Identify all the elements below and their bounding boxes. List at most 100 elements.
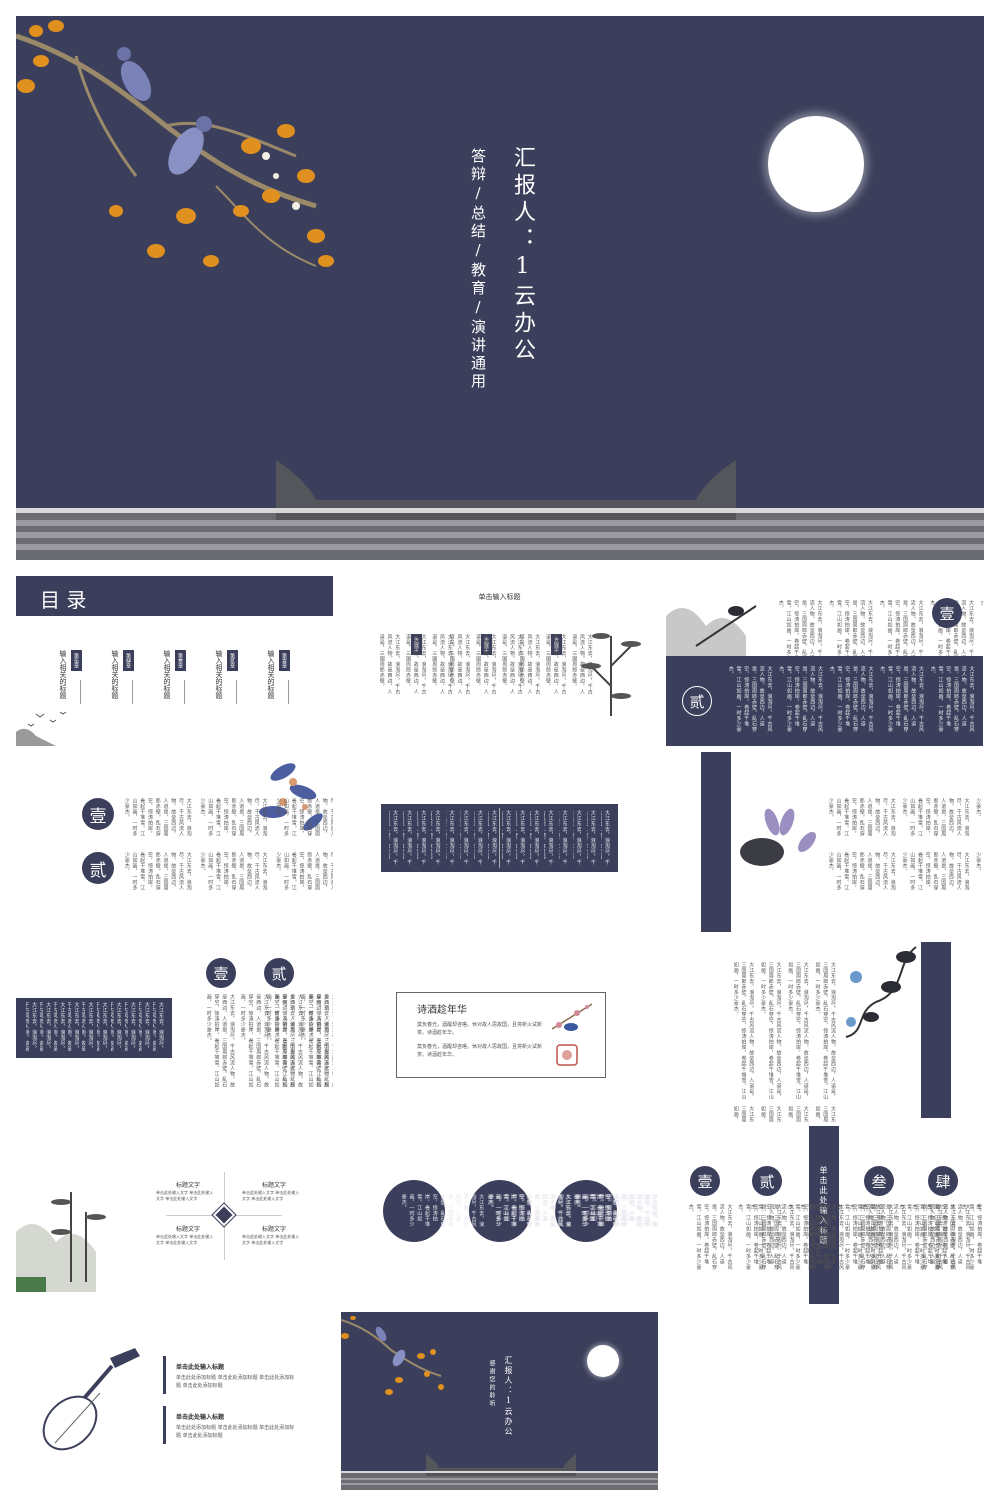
toc-chapter-tag: 第壹章: [279, 650, 290, 671]
section-line: 单击此处添加标题 单击此处添加标题 单击此处添加标题 单击此处添加标题: [176, 1375, 295, 1389]
poem-column: 大江东去，浪淘尽，千古风流人物。故垒西边，人道是，三国周郎赤壁。乱石穿空，惊涛拍…: [199, 798, 268, 837]
circle-3: [555, 1180, 617, 1242]
circle-1: [383, 1180, 445, 1242]
poem-column: 大江东去，浪淘尽，千古风流人物。故垒西边，人道是，三国周郎赤壁。乱石穿空，惊涛拍…: [544, 810, 554, 865]
lotus-slide[interactable]: 大江东去，浪淘尽，千古风流人物。故垒西边，人道是，三国周郎赤壁。乱石穿空，惊涛拍…: [666, 752, 983, 932]
toc-item-title[interactable]: 输入相关的标题: [111, 650, 119, 699]
bird-seal-illustration: [551, 1003, 593, 1066]
ending-slide[interactable]: 汇报人：1云办公 感谢您的聆听: [341, 1312, 658, 1490]
poem-column: 大江东去，浪淘尽，千古风流人物。故垒西边，人道是，三国周郎赤壁。: [378, 634, 401, 695]
flower-branch-illustration: [341, 1316, 444, 1395]
poem-column: 大江东去，浪淘尽，千古风流人物。故垒西边，人道是，三国周郎赤壁。: [431, 634, 453, 695]
poem-column: 大江东去，浪淘尽，千古风流人物。故垒西边，人道是，三国周郎赤壁。乱石穿空，惊涛拍…: [124, 1002, 136, 1052]
poem-column: 大江东去，浪淘尽，千古风流人物。故垒西边，人道是，三国周郎赤壁。乱石穿空，惊涛拍…: [960, 1204, 983, 1270]
poem-column: 大江东去，浪淘尽，千古风流人物。故垒西边，人道是，三国周郎赤壁。乱石穿空，惊涛拍…: [778, 666, 823, 732]
numeral-two-badge: 贰: [264, 958, 294, 988]
poem-column: 大江东去，浪淘尽，千古风流人物。故垒西边，人道是，三国周郎赤壁。乱石穿空，惊涛拍…: [575, 1194, 658, 1227]
center-title: 单击此处输入标题: [819, 1166, 828, 1246]
toc-item-title[interactable]: 输入相关的标题: [163, 650, 171, 699]
poem-column: 大江东去，浪淘尽，千古风流人物。故垒西边，人道是，三国周郎赤壁。乱石穿空，惊涛拍…: [486, 1194, 571, 1227]
poem-card-slide[interactable]: 诗酒趁年华 莫负春光，酒醒却咨嗟。休对故人思故国，且将新火试新茶。诗酒趁年华。 …: [341, 942, 658, 1122]
pipa-slide[interactable]: 单击此处输入标题 单击此处添加标题 单击此处添加标题 单击此处添加标题 单击此处…: [16, 1312, 333, 1492]
bird-icon: [120, 61, 152, 101]
poem-column: 大江东去，浪淘尽，千古风流人物。故垒西边，人道是，三国周郎赤壁。乱石穿空，惊涛拍…: [488, 1194, 572, 1227]
numbered-flowers-slide[interactable]: 壹 贰 大江东去，浪淘尽，千古风流人物。故垒西边，人道是，三国周郎赤壁。乱石穿空…: [16, 752, 333, 932]
keyword-tag: 关键字: [411, 634, 422, 655]
poem-column: 大江东去，浪淘尽，千古风流人物。故垒西边，人道是，三国周郎赤壁。乱石穿空，惊涛拍…: [205, 994, 235, 1088]
poem-column: 大江东去，浪淘尽，千古风流人物。故垒西边，人道是，三国周郎赤壁。乱石穿空，惊涛拍…: [925, 1204, 971, 1270]
poem-column: 大江东去，浪淘尽，千古风流人物。故垒西边，人道是，三国周郎赤壁。乱石穿空，惊涛拍…: [737, 1204, 782, 1270]
ink-bird-slide[interactable]: 大江东去，浪淘尽，千古风流人物。故垒西边，人道是，三国周郎赤壁。乱石穿空，惊涛拍…: [666, 576, 983, 746]
toc-item-title[interactable]: 输入相关的标题: [215, 650, 223, 699]
poem-column: 大江东去，浪淘尽，千古风流人物。故垒西边，人道是，三国周郎赤壁。乱石穿空，惊涛拍…: [777, 600, 823, 666]
slide-header: 单击输入标题: [478, 593, 521, 601]
section-line: 单击此处添加标题 单击此处添加标题 单击此处添加标题 单击此处添加标题: [176, 1425, 295, 1439]
poem-column: 大江东去，浪淘尽，千古风流人物。故垒西边，人道是，三国周郎赤壁。乱石穿空，惊涛拍…: [901, 798, 970, 837]
keyword-slide[interactable]: 单击输入标题 关键字大江东去，浪淘尽，千古风流人物。故垒西边，人道是，三国周郎赤…: [341, 576, 658, 746]
poem-column: 大江东去，浪淘尽，千古风流人物。故垒西边，人道是，三国周郎赤壁。乱石穿空，惊涛拍…: [601, 810, 610, 865]
banner-poem-slide[interactable]: 大江东去，浪淘尽，千古风流人物。故垒西边，人道是，三国周郎赤壁。乱石穿空，惊涛拍…: [341, 752, 658, 932]
bamboo-icon: [581, 633, 641, 716]
cover-subtitle: 答辩/总结/教育/演讲通用: [469, 148, 487, 391]
numeral-two-badge: 贰: [752, 1166, 782, 1196]
poem-column: 大江东去，浪淘尽，千古风流人物。故垒西边，人道是，三国周郎赤壁。乱石穿空，惊涛拍…: [123, 852, 192, 891]
toc-chapter-tag: 第伍章: [71, 650, 82, 671]
poem-column: 大江东去，浪淘尽，千古风流人物。故垒西边，人道是，三国周郎赤壁。: [501, 634, 523, 695]
circles-slide[interactable]: 大江东去，浪淘尽，千古风流人物。故垒西边，人道是，三国周郎赤壁。乱石穿空，惊涛拍…: [341, 1132, 658, 1302]
label-desc: 单击此处输入文字 单击此处输入文字 单击此处输入文字: [242, 1234, 300, 1246]
cover-slide[interactable]: 汇报人：1云办公 答辩/总结/教育/演讲通用: [16, 16, 984, 560]
four-numerals-slide[interactable]: 单击此处输入标题 壹 贰 叁 肆 大江东去，浪淘尽，千古风流人物。故垒西边，人道…: [666, 1124, 983, 1304]
keyword-tag: 关键字: [551, 634, 562, 655]
poem-column: 大江东去，浪淘尽，千古风流人物。故垒西边，人道是，三国周郎赤壁。乱石穿空，惊涛拍…: [758, 1106, 782, 1122]
poem-column: 大江东去，浪淘尽，千古风流人物。故垒西边，人道是，三国周郎赤壁。: [448, 634, 471, 695]
section-header: 单击此处输入标题: [176, 1414, 225, 1421]
poem-column: 大江东去，浪淘尽，千古风流人物。故垒西边，人道是，三国周郎赤壁。乱石穿空，惊涛拍…: [54, 1002, 66, 1052]
toc-item-title[interactable]: 输入相关的标题: [267, 650, 275, 699]
numeral-two-badge: 贰: [82, 852, 114, 884]
birds-landscape-icon: [16, 711, 67, 746]
toc-chapter-tag: 第叁章: [175, 650, 186, 671]
toc-title: 目 录: [40, 588, 87, 612]
ending-moon: [587, 1345, 619, 1377]
roof-illustration: [341, 1454, 658, 1490]
numeral-one-badge: 壹: [932, 598, 962, 628]
toc-chapter-tag: 第肆章: [123, 650, 134, 671]
poem-column: 大江东去，浪淘尽，千古风流人物。故垒西边，人道是，三国周郎赤壁。乱石穿空，惊涛拍…: [749, 1204, 795, 1270]
poem-column: 大江东去，浪淘尽，千古风流人物。故垒西边，人道是，三国周郎赤壁。乱石穿空，惊涛拍…: [96, 1002, 108, 1052]
poem-column: 大江东去，浪淘尽，千古风流人物。故垒西边，人道是，三国周郎赤壁。乱石穿空，惊涛拍…: [474, 810, 483, 865]
poem-column: 大江东去，浪淘尽，千古风流人物。故垒西边，人道是，三国周郎赤壁。乱石穿空，惊涛拍…: [827, 852, 896, 891]
poem-column: 大江东去，浪淘尽，千古风流人物。故垒西边，人道是，三国周郎赤壁。乱石穿空，惊涛拍…: [400, 1194, 485, 1227]
poem-column: 大江东去，浪淘尽，千古风流人物。故垒西边，人道是，三国周郎赤壁。乱石穿空，惊涛拍…: [975, 1204, 982, 1215]
poem-column: 大江东去，浪淘尽，千古风流人物。故垒西边，人道是，三国周郎赤壁。乱石穿空，惊涛拍…: [786, 1106, 809, 1122]
label-title: 标题文字: [176, 1182, 201, 1189]
poem-column: 大江东去，浪淘尽，千古风流人物。故垒西边，人道是，三国周郎赤壁。乱石穿空，惊涛拍…: [878, 600, 924, 666]
poem-column: 大江东去，浪淘尽，千古风流人物。故垒西边，人道是，三国周郎赤壁。乱石穿空，惊涛拍…: [417, 810, 427, 865]
toc-item-title[interactable]: 输入相关的标题: [59, 650, 67, 699]
poem-column: 大江东去，浪淘尽，千古风流人物。故垒西边，人道是，三国周郎赤壁。乱石穿空，惊涛拍…: [389, 810, 399, 865]
label-desc: 单击此处输入文字 单击此处输入文字 单击此处输入文字: [156, 1234, 214, 1246]
morning-glory-slide[interactable]: 大江东去，浪淘尽，千古风流人物。故垒西边，人道是，三国周郎赤壁。乱石穿空，惊涛拍…: [666, 942, 983, 1122]
poem-column: 大江东去，浪淘尽，千古风流人物。故垒西边，人道是，三国周郎赤壁。乱石穿空，惊涛拍…: [901, 852, 970, 891]
poem-column: 大江东去，浪淘尽，千古风流人物。故垒西边，人道是，三国周郎赤壁。乱石穿空，惊涛拍…: [275, 852, 333, 891]
four-labels-slide[interactable]: 标题文字单击此处输入文字 单击此处输入文字 单击此处输入文字标题文字单击此处输入…: [16, 1132, 333, 1302]
numeral-one-badge: 壹: [690, 1166, 720, 1196]
poem-column: 大江东去，浪淘尽，千古风流人物。故垒西边，人道是，三国周郎赤壁。乱石穿空，惊涛拍…: [446, 810, 455, 865]
toc-slide[interactable]: 目 录 第壹章输入相关的标题第贰章输入相关的标题第叁章输入相关的标题第肆章输入相…: [16, 576, 333, 746]
poem-column: 大江东去，浪淘尽，千古风流人物。故垒西边，人道是，三国周郎赤壁。乱石穿空，惊涛拍…: [265, 994, 295, 1088]
section-header: 单击此处输入标题: [176, 1364, 225, 1371]
keyword-tag: 关键字: [481, 634, 492, 655]
poem-column: 大江东去，浪淘尽，千古风流人物。故垒西边，人道是，三国周郎赤壁。乱石穿空，惊涛拍…: [431, 810, 441, 865]
poem-column: 大江东去，浪淘尽，千古风流人物。故垒西边，人道是，三国周郎赤壁。乱石穿空，惊涛拍…: [828, 666, 874, 732]
poem-column: 大江东去，浪淘尽，千古风流人物。故垒西边，人道是，三国周郎赤壁。乱石穿空，惊涛拍…: [929, 666, 975, 732]
poem-column: 大江东去，浪淘尽，千古风流人物。故垒西边，人道是，三国周郎赤壁。乱石穿空，惊涛拍…: [814, 962, 837, 1100]
poem-column: 大江东去，浪淘尽，千古风流人物。故垒西边，人道是，三国周郎赤壁。: [518, 634, 541, 695]
label-title: 标题文字: [176, 1226, 201, 1233]
poem-column: 大江东去，浪淘尽，千古风流人物。故垒西边，人道是，三国周郎赤壁。乱石穿空，惊涛拍…: [199, 852, 268, 891]
ending-reporter: 汇报人：1云办公: [504, 1356, 513, 1437]
poem-column: 大江东去，浪淘尽，千古风流人物。故垒西边，人道是，三国周郎赤壁。乱石穿空，惊涛拍…: [975, 852, 982, 874]
bamboo-landscape-illustration: [16, 1192, 106, 1292]
two-badges-slide[interactable]: 大江东去，浪淘尽，千古风流人物。故垒西边，人道是，三国周郎赤壁。乱石穿空，惊涛拍…: [16, 942, 333, 1122]
poem-column: 大江东去，浪淘尽，千古风流人物。故垒西边，人道是，三国周郎赤壁。乱石穿空，惊涛拍…: [727, 666, 773, 732]
poem-column: 大江东去，浪淘尽，千古风流人物。故垒西边，人道是，三国周郎赤壁。乱石穿空，惊涛拍…: [898, 1204, 943, 1270]
poem-column: 大江东去，浪淘尽，千古风流人物。故垒西边，人道是，三国周郎赤壁。乱石穿空，惊涛拍…: [516, 810, 526, 865]
